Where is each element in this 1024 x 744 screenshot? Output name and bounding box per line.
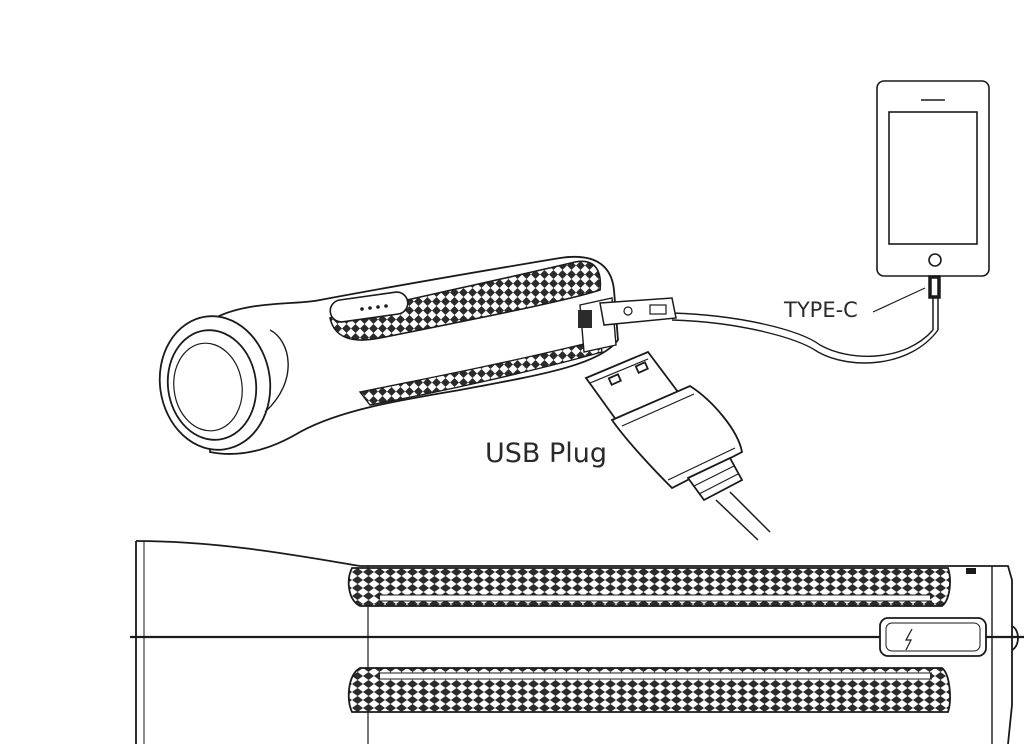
flashlight-side-view [130,540,1024,744]
usb-port [578,310,592,328]
flashlight-top-grip [329,260,602,341]
charging-cable [671,312,939,364]
flashlight-lens [166,329,258,441]
usb-plug-housing [610,384,744,490]
flashlight-lens-inner [173,342,243,432]
usb-a-plug [584,350,771,541]
usb-plug-label: USB Plug [485,438,608,469]
flashlight-bottom-grip [358,339,603,406]
type-c-leader-line [872,287,926,313]
type-c-connector [928,275,941,330]
phone-home-button [928,253,942,267]
type-c-label: TYPE-C [784,298,858,322]
phone-screen [888,111,978,245]
type-c-plug-body [599,297,677,326]
flashlight-perspective [158,255,677,455]
side-charge-button [879,617,987,657]
usb-plug-hole-1 [607,373,622,386]
usb-plug-hole-2 [634,361,649,374]
battery-indicator-dots [360,304,388,311]
lightning-icon [904,628,913,651]
phone-body [876,80,990,277]
side-outline-top [135,540,1013,744]
smartphone [876,80,990,277]
